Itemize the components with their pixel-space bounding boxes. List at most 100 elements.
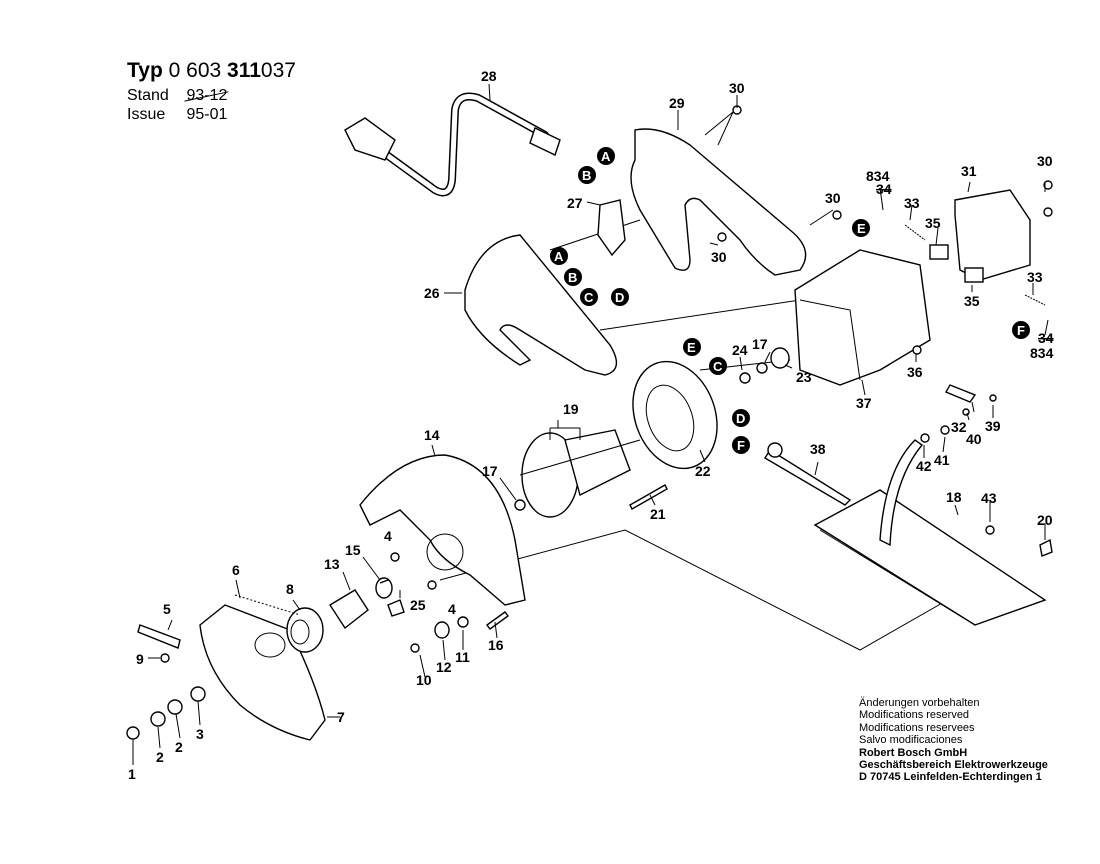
- callout-15: 15: [345, 542, 361, 558]
- svg-text:A: A: [601, 149, 611, 164]
- callout-28: 28: [481, 68, 497, 84]
- svg-text:E: E: [687, 340, 696, 355]
- part-30-screw: [1043, 207, 1053, 217]
- callout-2: 2: [175, 739, 183, 755]
- callout-4: 4: [384, 528, 392, 544]
- connector-A: A: [550, 247, 568, 265]
- connector-E: E: [852, 219, 870, 237]
- callout-30: 30: [711, 249, 727, 265]
- footer-division: Geschäftsbereich Elektrowerkzeuge: [859, 759, 1048, 772]
- callout-26: 26: [424, 285, 440, 301]
- part-13-pinion: [329, 589, 369, 630]
- part-27-switch: [597, 199, 626, 257]
- footer-line: Modifications reserved: [859, 709, 970, 722]
- callout-24: 24: [732, 342, 748, 358]
- callout-31: 31: [961, 163, 977, 179]
- callout-43: 43: [981, 490, 997, 506]
- part-10-screw: [410, 643, 420, 653]
- callout-834: 834: [1030, 345, 1054, 361]
- issue-row: Issue 95-01: [127, 105, 296, 124]
- callout-25: 25: [410, 597, 426, 613]
- callout-19: 19: [563, 401, 579, 417]
- callout-834: 834: [866, 168, 890, 184]
- footer-company: Robert Bosch GmbH: [859, 746, 968, 759]
- callout-10: 10: [416, 672, 432, 688]
- callout-34-struck: 34: [876, 181, 892, 197]
- callout-32: 32: [951, 419, 967, 435]
- svg-text:D: D: [736, 411, 745, 426]
- callout-38: 38: [810, 441, 826, 457]
- callout-30: 30: [1037, 153, 1053, 169]
- part-43-screw: [985, 525, 995, 535]
- part-38-wrench: [764, 442, 852, 506]
- callout-22: 22: [695, 463, 711, 479]
- part-30-screw: [1043, 180, 1053, 190]
- callout-7: 7: [337, 709, 345, 725]
- callout-4: 4: [448, 601, 456, 617]
- callout-39: 39: [985, 418, 1001, 434]
- callout-17: 17: [752, 336, 768, 352]
- part-2-washer: [150, 711, 166, 727]
- svg-text:F: F: [737, 438, 745, 453]
- connector-D: D: [611, 288, 629, 306]
- part-19-armature: [519, 429, 641, 518]
- footer-address: D 70745 Leinfelden-Echterdingen 1: [859, 771, 1042, 784]
- callout-5: 5: [163, 601, 171, 617]
- footer-line: Salvo modificaciones: [859, 734, 963, 747]
- callout-23: 23: [796, 369, 812, 385]
- connector-B: B: [564, 268, 582, 286]
- part-29-handle: [630, 128, 807, 276]
- callout-40: 40: [966, 431, 982, 447]
- svg-text:E: E: [857, 221, 866, 236]
- callout-37: 37: [856, 395, 872, 411]
- part-21-screw: [629, 484, 668, 510]
- callout-35: 35: [964, 293, 980, 309]
- part-5-lever: [137, 624, 181, 649]
- part-1-screw: [126, 726, 140, 740]
- callout-18: 18: [946, 489, 962, 505]
- part-30-screw: [832, 210, 842, 220]
- callout-13: 13: [324, 556, 340, 572]
- part-40-lever: [944, 384, 977, 403]
- part-33-spring: [904, 224, 926, 241]
- guide-line: [549, 219, 641, 251]
- part-16-pin: [486, 611, 509, 630]
- svg-text:A: A: [554, 249, 564, 264]
- callout-36: 36: [907, 364, 923, 380]
- part-42-washer: [920, 433, 930, 443]
- callout-34-struck: 34: [1038, 330, 1054, 346]
- callout-30: 30: [729, 80, 745, 96]
- part-33-spring: [1024, 294, 1046, 306]
- connector-B: B: [578, 166, 596, 184]
- part-28-power-cord: [344, 92, 561, 197]
- part-4-screw: [427, 580, 437, 590]
- callout-12: 12: [436, 659, 452, 675]
- part-25-clip: [379, 579, 389, 584]
- callout-21: 21: [650, 506, 666, 522]
- part-31-end-cap: [954, 189, 1031, 281]
- part-3-ring: [190, 686, 206, 702]
- callout-29: 29: [669, 95, 685, 111]
- part-35-brush-holder: [964, 267, 984, 283]
- part-23-bearing: [770, 347, 790, 369]
- diagram-header: Typ 0 603 311037 Stand 93-12 Issue 95-01: [127, 60, 296, 124]
- part-6-spring: [234, 594, 301, 616]
- part-17-washer: [514, 499, 526, 511]
- connector-F: F: [732, 436, 750, 454]
- connector-C: C: [709, 357, 727, 375]
- footer-line: Änderungen vorbehalten: [859, 697, 980, 709]
- svg-text:B: B: [582, 168, 591, 183]
- type-number-b: 311: [227, 59, 261, 82]
- part-41-nut: [940, 425, 950, 435]
- part-37-motor-housing: [794, 249, 931, 386]
- type-prefix: Typ: [127, 59, 163, 82]
- part-9-screw: [160, 653, 170, 663]
- callout-41: 41: [934, 452, 950, 468]
- svg-text:C: C: [584, 290, 594, 305]
- issue-value: 95-01: [186, 106, 228, 123]
- callout-16: 16: [488, 637, 504, 653]
- callout-27: 27: [567, 195, 583, 211]
- part-39-clip: [989, 394, 997, 402]
- guide-line: [439, 529, 1001, 651]
- callout-9: 9: [136, 651, 144, 667]
